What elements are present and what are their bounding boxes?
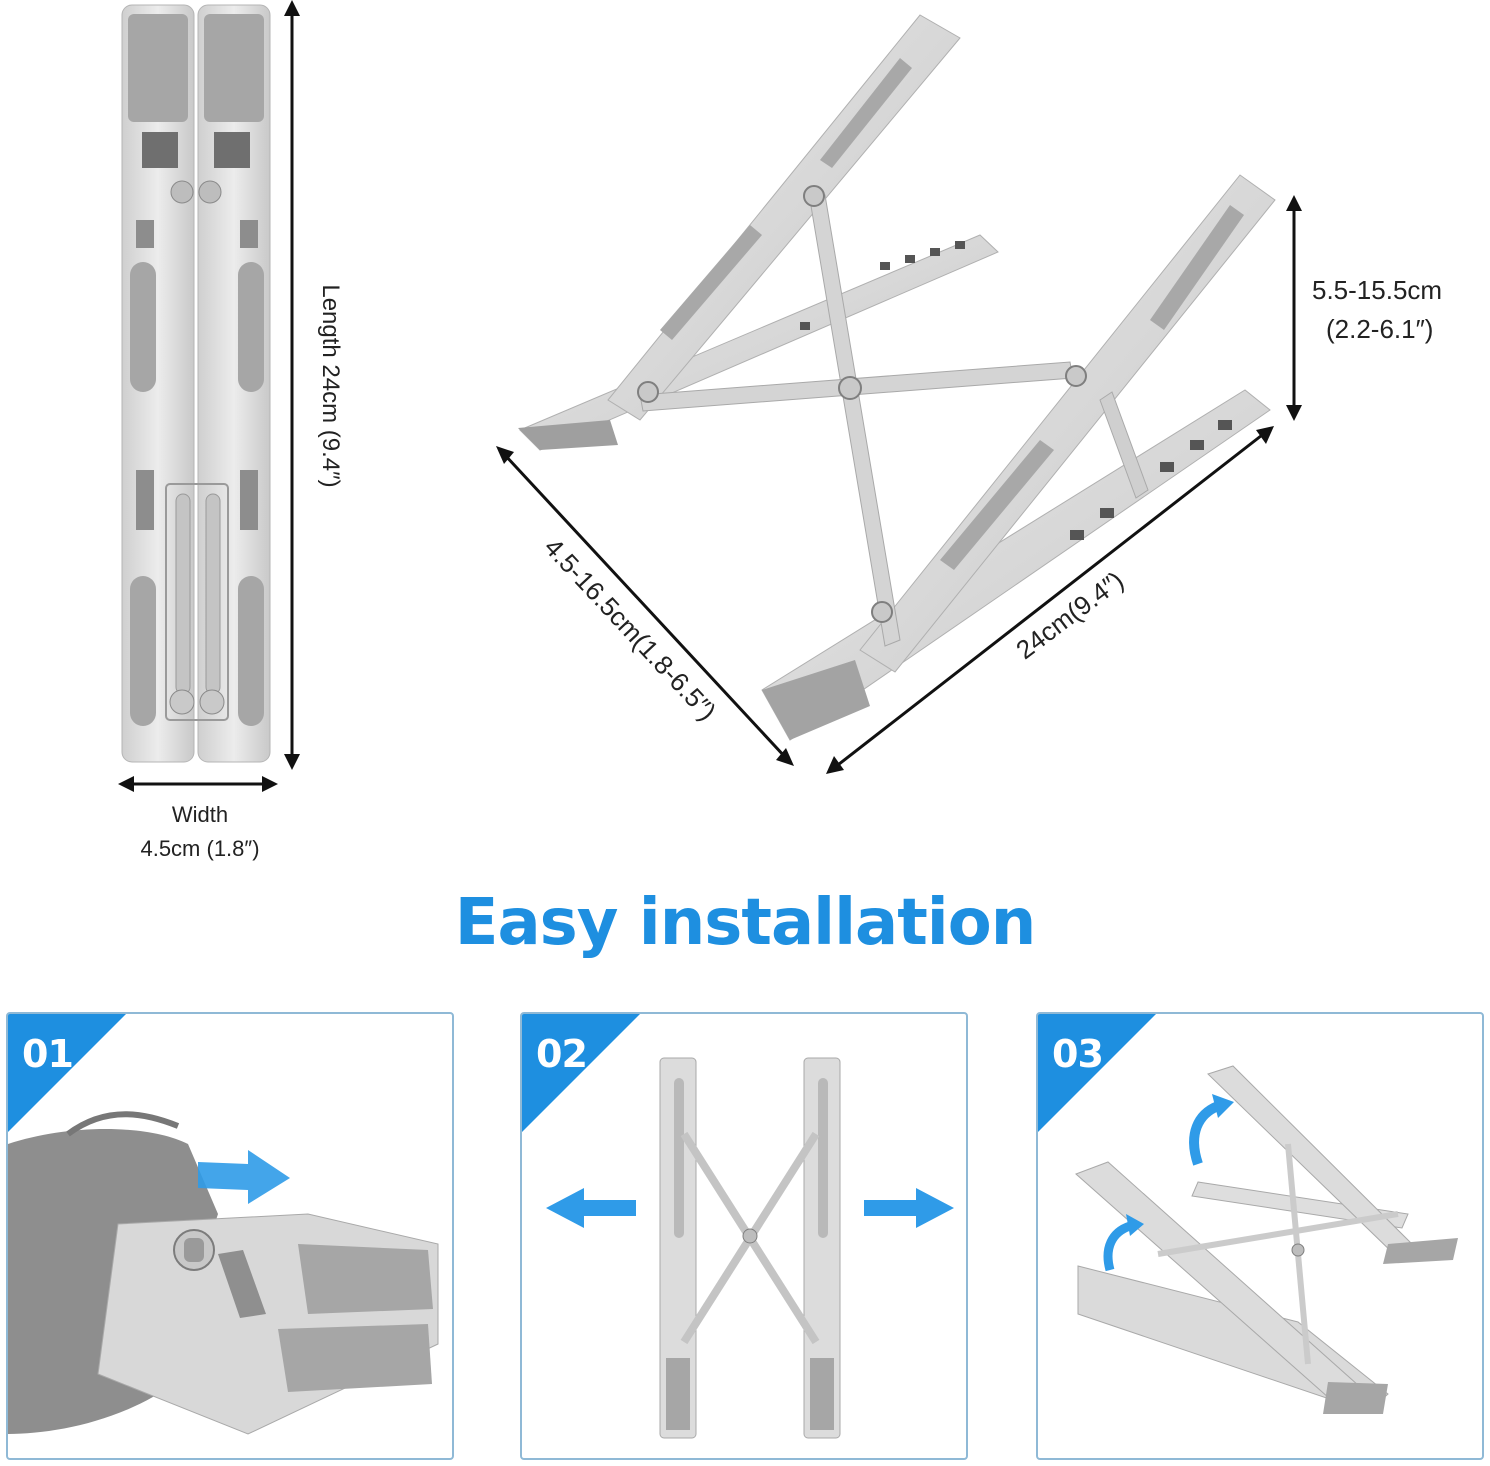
depth-dimension-arrow [496, 446, 794, 766]
width-dimension-arrow [118, 776, 278, 792]
step-1-illustration [8, 1014, 439, 1435]
step-1-number: 01 [22, 1032, 74, 1076]
step-panel-2: 02 [520, 1012, 968, 1460]
step-2-illustration [522, 1014, 954, 1439]
folded-stand-illustration [121, 4, 271, 763]
base-length-dimension-arrow [826, 426, 1274, 774]
height-dimension-arrow [1286, 195, 1302, 421]
width-title: Width [171, 802, 229, 827]
step-2-number: 02 [536, 1032, 588, 1076]
section-title: Easy installation [454, 886, 1037, 960]
width-value: 4.5cm (1.8″) [140, 836, 260, 861]
height-range-label: 5.5-15.5cm [1312, 275, 1443, 305]
step-panel-3: 03 [1036, 1012, 1484, 1460]
length-label: Length 24cm (9.4″) [317, 284, 344, 488]
step-3-number: 03 [1052, 1032, 1104, 1076]
open-stand-illustration [518, 14, 1276, 741]
step-panel-1: 01 [6, 1012, 454, 1460]
length-dimension-arrow [284, 0, 300, 770]
step-3-illustration [1038, 1014, 1458, 1414]
height-range-inch-label: (2.2-6.1″) [1326, 314, 1434, 344]
